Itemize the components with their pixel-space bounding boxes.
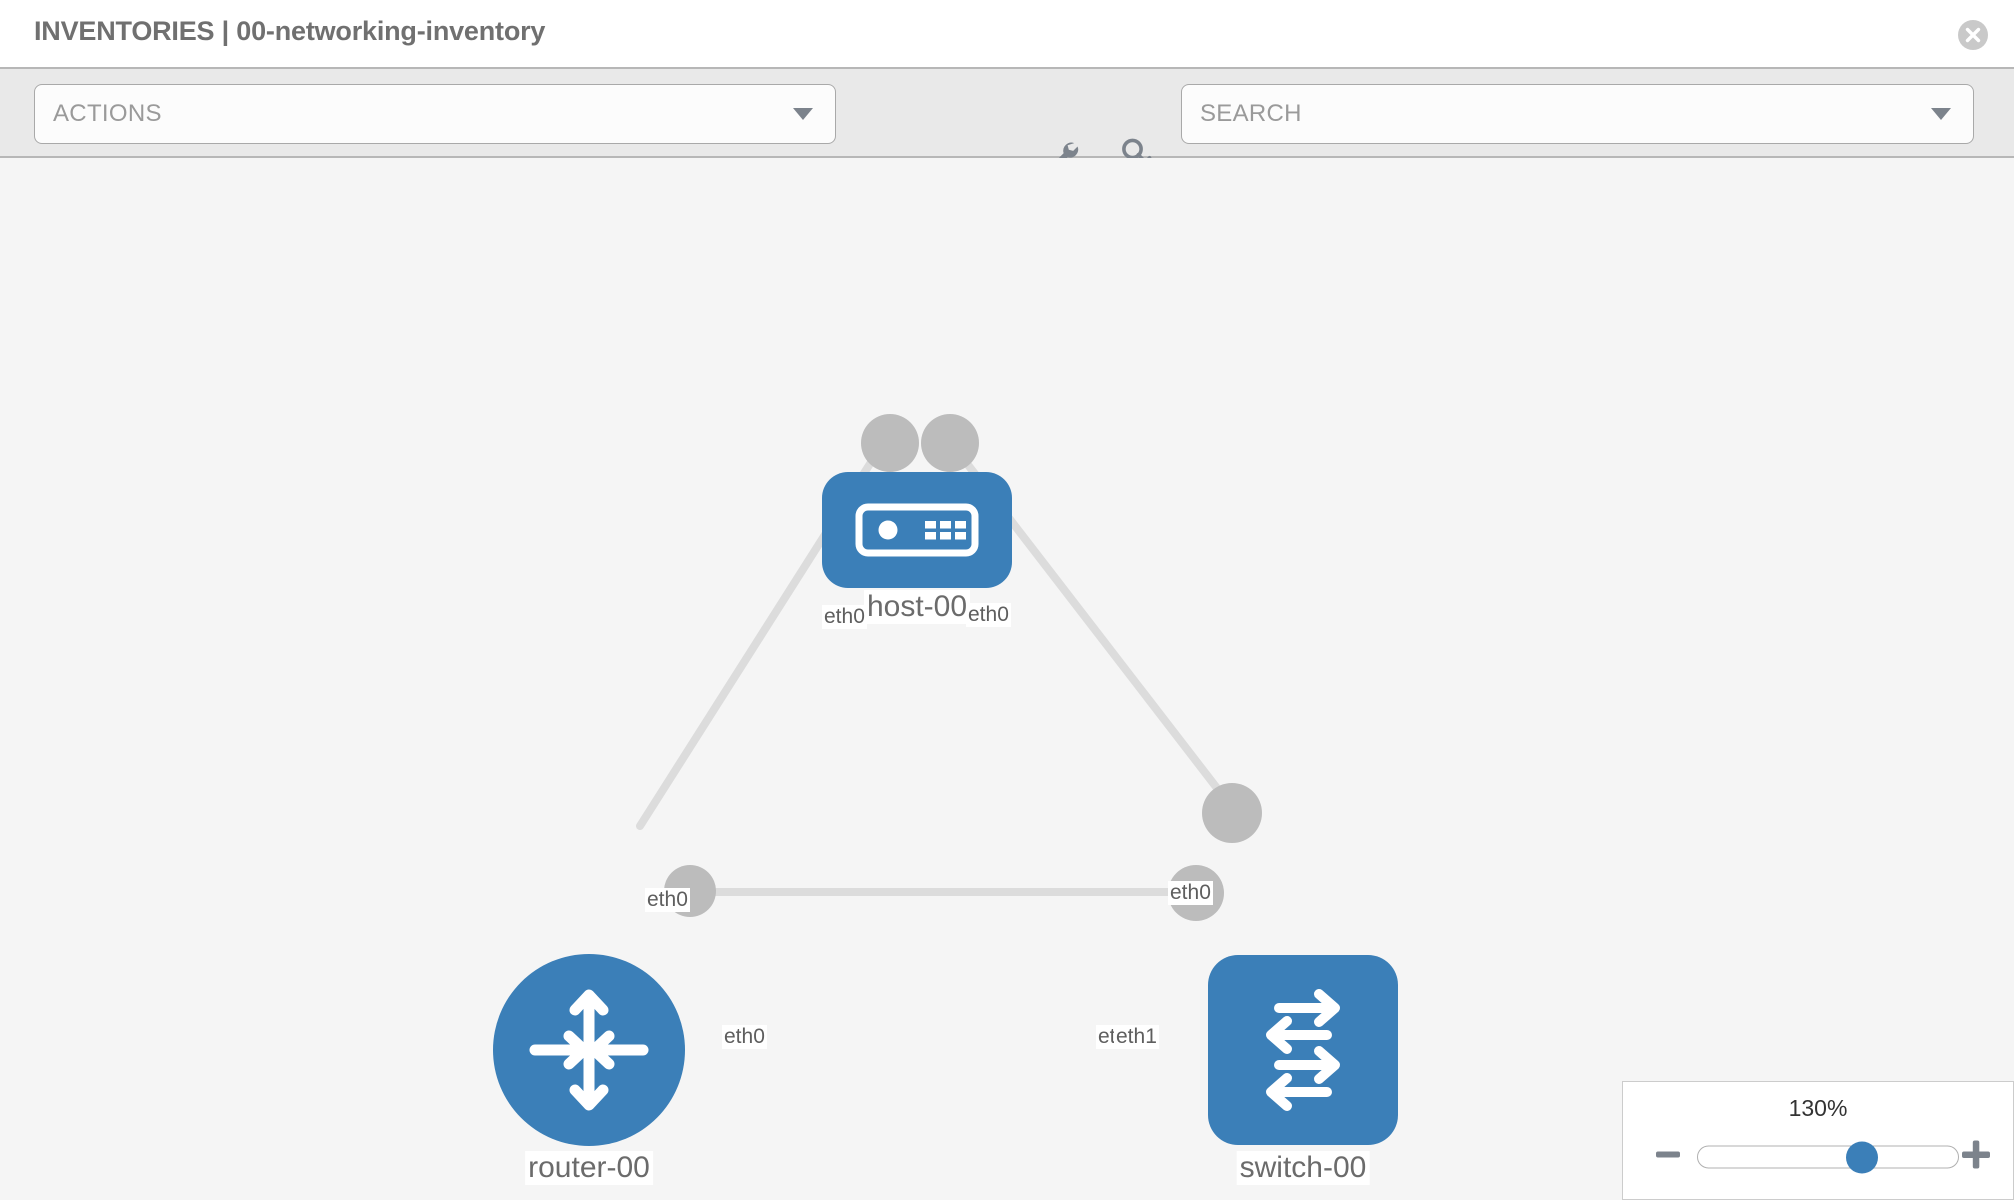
chevron-down-icon: [1931, 108, 1951, 120]
port-host00-eth0-right: [921, 414, 979, 472]
zoom-slider-row: [1623, 1139, 2013, 1175]
node-label-host-00: host-00: [863, 590, 971, 624]
node-host-00[interactable]: [822, 472, 1012, 588]
page-title: INVENTORIES | 00-networking-inventory: [34, 16, 546, 46]
node-label-router-00: router-00: [525, 1151, 653, 1185]
port-switch00-eth0: [1202, 783, 1262, 843]
search-input[interactable]: SEARCH: [1181, 84, 1974, 144]
node-switch-00[interactable]: [1208, 955, 1398, 1145]
topology-graph: [493, 414, 1398, 1146]
link-label-switch00-eth0-to-host: eth0: [1168, 881, 1213, 905]
plus-icon[interactable]: [1961, 1140, 1991, 1175]
zoom-level-value: 130%: [1788, 1095, 1848, 1121]
link-label-host00-eth0-to-router: eth0: [822, 605, 867, 629]
link-label-host00-eth0-to-switch: eth0: [966, 603, 1011, 627]
close-circle-icon[interactable]: [1958, 20, 1988, 50]
link-label-router00-eth0-to-switch: eth0: [722, 1025, 767, 1049]
node-label-switch-00: switch-00: [1236, 1151, 1370, 1185]
toolbar: ACTIONS SEARCH: [0, 69, 2014, 170]
actions-dropdown-label: ACTIONS: [53, 100, 162, 127]
actions-dropdown[interactable]: ACTIONS: [34, 84, 836, 144]
zoom-control-panel: 130%: [1622, 1081, 2014, 1200]
port-host00-eth0-left: [861, 414, 919, 472]
page-header: INVENTORIES | 00-networking-inventory: [0, 0, 2014, 69]
zoom-slider-thumb[interactable]: [1845, 1141, 1878, 1173]
zoom-slider-track[interactable]: [1697, 1141, 1959, 1173]
chevron-down-icon: [793, 108, 813, 120]
topology-canvas[interactable]: host-00 router-00 switch-00 eth0 eth0 et…: [0, 158, 2014, 1200]
minus-icon[interactable]: [1655, 1142, 1681, 1173]
link-label-switch00-eth1-to-router: eth1: [1114, 1025, 1159, 1049]
node-router-00[interactable]: [493, 954, 685, 1146]
search-placeholder: SEARCH: [1200, 100, 1302, 127]
link-label-router00-eth0-to-host: eth0: [645, 888, 690, 912]
